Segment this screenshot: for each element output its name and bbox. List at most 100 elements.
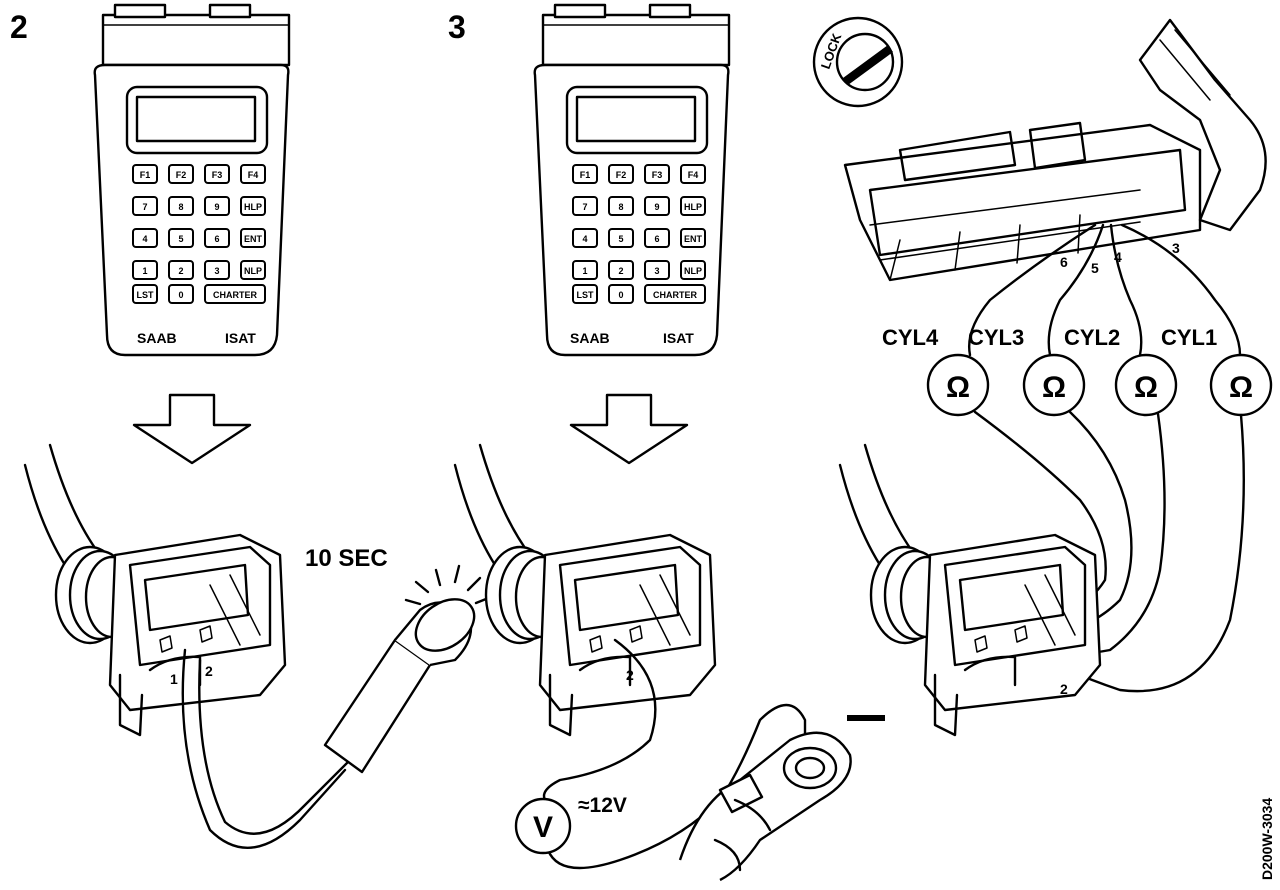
scanner-key-label: 2 [618, 266, 623, 276]
scanner-key [240, 164, 266, 184]
scanner-key [644, 284, 706, 304]
ohm-symbol: Ω [946, 371, 970, 404]
down-arrow-icon [569, 393, 689, 465]
control-module [843, 18, 1267, 282]
scanner-key [132, 260, 158, 280]
scanner-key-label: 0 [618, 290, 623, 300]
scanner-key [204, 284, 266, 304]
scanner-key [132, 164, 158, 184]
scanner-key [132, 284, 158, 304]
scanner-key-label: 6 [214, 234, 219, 244]
scanner-key [204, 260, 230, 280]
scanner-model: ISAT [663, 330, 694, 346]
scanner-key [572, 164, 598, 184]
cyl2-label: CYL2 [1064, 325, 1120, 350]
pin-2-label: 2 [1060, 681, 1068, 697]
ignition-lock-icon: LOCK [812, 16, 904, 108]
voltmeter-symbol: V [533, 811, 553, 844]
scanner-key [168, 228, 194, 248]
scanner-key-label: HLP [684, 202, 702, 212]
ohm-symbol: Ω [1042, 371, 1066, 404]
scanner-key [608, 228, 634, 248]
step-2-number: 2 [10, 9, 28, 45]
scanner-key-label: 6 [654, 234, 659, 244]
down-arrow-icon [132, 393, 252, 465]
voltage-label: ≈12V [578, 794, 627, 817]
scanner-key-label: 5 [618, 234, 623, 244]
scanner-key [644, 196, 670, 216]
scanner-key [132, 196, 158, 216]
pin-5-label: 5 [1091, 260, 1099, 276]
scanner-key-label: 4 [582, 234, 587, 244]
scanner-key-label: F4 [248, 170, 259, 180]
pin-6-label: 6 [1060, 254, 1068, 270]
harness-connector-panel-2 [23, 443, 287, 737]
pin-labels: 6 5 4 3 [1060, 240, 1180, 276]
cyl4-label: CYL4 [882, 325, 939, 350]
ohm-symbol: Ω [1229, 371, 1253, 404]
scanner-key [608, 284, 634, 304]
scanner-key [644, 260, 670, 280]
pin-2-label: 2 [626, 667, 634, 683]
scanner-key-label: F1 [580, 170, 591, 180]
test-lamp [181, 564, 493, 849]
scanner-model: ISAT [225, 330, 256, 346]
scanner-key-label: 1 [582, 266, 587, 276]
scanner-key-label: ENT [684, 234, 703, 244]
ohm-meters: Ω Ω Ω Ω [926, 353, 1273, 417]
scanner-key [572, 196, 598, 216]
scanner-key-label: LST [137, 290, 155, 300]
step-3-number: 3 [448, 9, 466, 45]
scanner-key [168, 164, 194, 184]
scanner-key [680, 228, 706, 248]
scanner-key-label: HLP [244, 202, 262, 212]
cylinder-labels: CYL4 CYL3 CYL2 CYL1 [882, 325, 1217, 350]
pin-4-label: 4 [1114, 249, 1122, 265]
scanner-key [680, 196, 706, 216]
scanner-key [572, 260, 598, 280]
minus-sign [847, 715, 885, 721]
scanner-key [608, 196, 634, 216]
scanner-key [204, 228, 230, 248]
scanner-key-label: F3 [652, 170, 663, 180]
scanner-key [168, 196, 194, 216]
scanner-brand: SAAB [570, 330, 610, 346]
scanner-key-label: F4 [688, 170, 699, 180]
scanner-key [608, 260, 634, 280]
panel-4: LOCK 6 5 4 3 CYL4 CYL3 CYL2 CYL1 [812, 16, 1273, 737]
scanner-key [168, 260, 194, 280]
ground-terminal [678, 731, 852, 882]
scanner-key-label: 8 [178, 202, 183, 212]
scanner-key-label: 8 [618, 202, 623, 212]
scanner-key-label: 4 [142, 234, 147, 244]
scanner-key [132, 228, 158, 248]
scanner-key [168, 284, 194, 304]
scanner-key [204, 164, 230, 184]
scanner-key-label: F2 [616, 170, 627, 180]
scanner-key [680, 260, 706, 280]
scanner-key [644, 164, 670, 184]
voltmeter: V [514, 638, 807, 870]
scanner-key-label: F1 [140, 170, 151, 180]
scanner-key-label: 3 [214, 266, 219, 276]
scanner-key-label: F2 [176, 170, 187, 180]
scanner-key [572, 228, 598, 248]
scanner-key-label: 1 [142, 266, 147, 276]
harness-connector-panel-3 [453, 443, 717, 737]
scanner-key-label: F3 [212, 170, 223, 180]
scanner-key [204, 196, 230, 216]
scanner-brand: SAAB [137, 330, 177, 346]
voltmeter-icon [514, 797, 572, 855]
scanner-key-label: 9 [654, 202, 659, 212]
scanner-key [240, 196, 266, 216]
scanner-key-label: 5 [178, 234, 183, 244]
pin-1-label: 1 [170, 671, 178, 687]
scanner-key [572, 284, 598, 304]
scanner-key [240, 260, 266, 280]
